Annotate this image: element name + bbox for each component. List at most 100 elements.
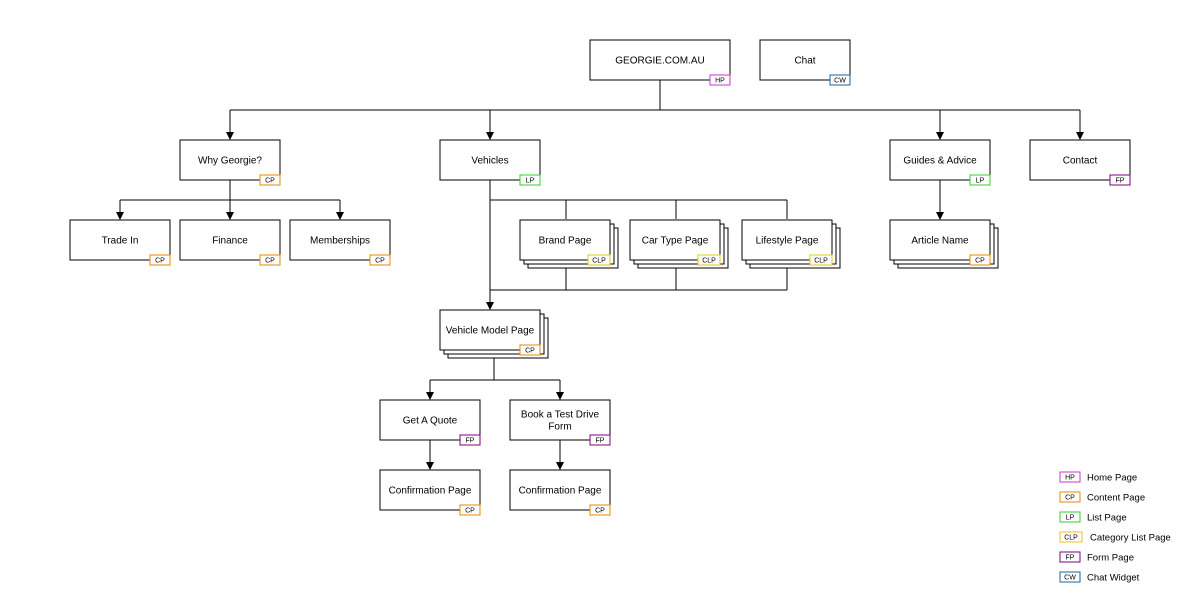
node-box	[509, 399, 611, 441]
node-label: Brand Page	[539, 236, 592, 247]
node-box	[1029, 139, 1131, 181]
node-box	[439, 139, 541, 181]
tag-label: FP	[466, 438, 475, 445]
tag-label: CLP	[702, 258, 716, 265]
node-box	[759, 39, 851, 81]
legend-label: Category List Page	[1090, 533, 1171, 544]
tag-badge-cp: CP	[369, 254, 391, 266]
tag-label: CP	[465, 508, 475, 515]
legend-item-cp: CP Content Page	[1059, 491, 1145, 504]
tag-badge-lp: LP	[519, 174, 541, 186]
node-label: Guides & Advice	[903, 156, 977, 167]
tag-label: LP	[976, 178, 985, 185]
node-home[interactable]: GEORGIE.COM.AU HP	[589, 39, 731, 86]
tag-badge-cp: CP	[149, 254, 171, 266]
node-label: GEORGIE.COM.AU	[615, 56, 704, 67]
node-box	[629, 219, 721, 261]
legend-label: Home Page	[1087, 473, 1137, 484]
legend-item-clp: CLP Category List Page	[1059, 531, 1171, 544]
tag-label: HP	[715, 78, 725, 85]
node-label: Contact	[1063, 156, 1098, 167]
legend-tag: HP	[1065, 475, 1075, 482]
tag-badge-cp: CP	[589, 504, 611, 516]
legend-tag: LP	[1066, 515, 1075, 522]
tag-label: CP	[375, 258, 385, 265]
node-box	[289, 219, 391, 261]
tag-label: CW	[834, 78, 846, 85]
node-box	[439, 309, 541, 351]
node-box	[741, 219, 833, 261]
tag-badge-hp: HP	[709, 74, 731, 86]
tag-badge-cp: CP	[459, 504, 481, 516]
node-box	[379, 469, 481, 511]
tag-badge-clp: CLP	[697, 254, 721, 266]
node-box	[889, 139, 991, 181]
legend-tag: CW	[1064, 575, 1076, 582]
tag-label: CP	[595, 508, 605, 515]
node-label: Article Name	[911, 236, 969, 247]
node-box	[509, 469, 611, 511]
tag-badge-lp: LP	[969, 174, 991, 186]
tag-badge-clp: CLP	[587, 254, 611, 266]
node-label: Car Type Page	[642, 236, 709, 247]
node-box	[179, 219, 281, 261]
node-box	[889, 219, 991, 261]
legend-tag: CP	[1065, 495, 1075, 502]
legend-item-cw: CW Chat Widget	[1059, 571, 1140, 584]
tag-label: FP	[1116, 178, 1125, 185]
node-why[interactable]: Why Georgie?CP	[179, 139, 281, 186]
node-box	[379, 399, 481, 441]
legend-label: Chat Widget	[1087, 573, 1140, 584]
node-label: Memberships	[310, 236, 370, 247]
legend-label: Form Page	[1087, 553, 1134, 564]
tag-label: CLP	[592, 258, 606, 265]
legend-label: List Page	[1087, 513, 1127, 524]
tag-badge-cp: CP	[259, 254, 281, 266]
tag-label: CP	[265, 178, 275, 185]
legend-label: Content Page	[1087, 493, 1145, 504]
node-label: Vehicles	[471, 156, 508, 167]
node-label: Lifestyle Page	[756, 236, 819, 247]
tag-label: CLP	[814, 258, 828, 265]
tag-label: CP	[525, 348, 535, 355]
tag-label: FP	[596, 438, 605, 445]
connectors	[116, 80, 1084, 470]
node-label: Confirmation Page	[519, 486, 602, 497]
node-box	[589, 39, 731, 81]
tag-badge-clp: CLP	[809, 254, 833, 266]
node-label: Confirmation Page	[389, 486, 472, 497]
node-label: Get A Quote	[403, 416, 458, 427]
legend-tag: CLP	[1064, 535, 1078, 542]
legend-item-lp: LP List Page	[1059, 511, 1127, 524]
tag-badge-fp: FP	[1109, 174, 1131, 186]
node-label: Finance	[212, 236, 248, 247]
tag-badge-cp: CP	[519, 344, 541, 356]
tag-badge-cp: CP	[969, 254, 991, 266]
tag-badge-fp: FP	[589, 434, 611, 446]
node-box	[519, 219, 611, 261]
tag-badge-cp: CP	[259, 174, 281, 186]
tag-label: LP	[526, 178, 535, 185]
node-box	[179, 139, 281, 181]
node-label: Vehicle Model Page	[446, 326, 535, 337]
node-label: Chat	[794, 56, 815, 67]
